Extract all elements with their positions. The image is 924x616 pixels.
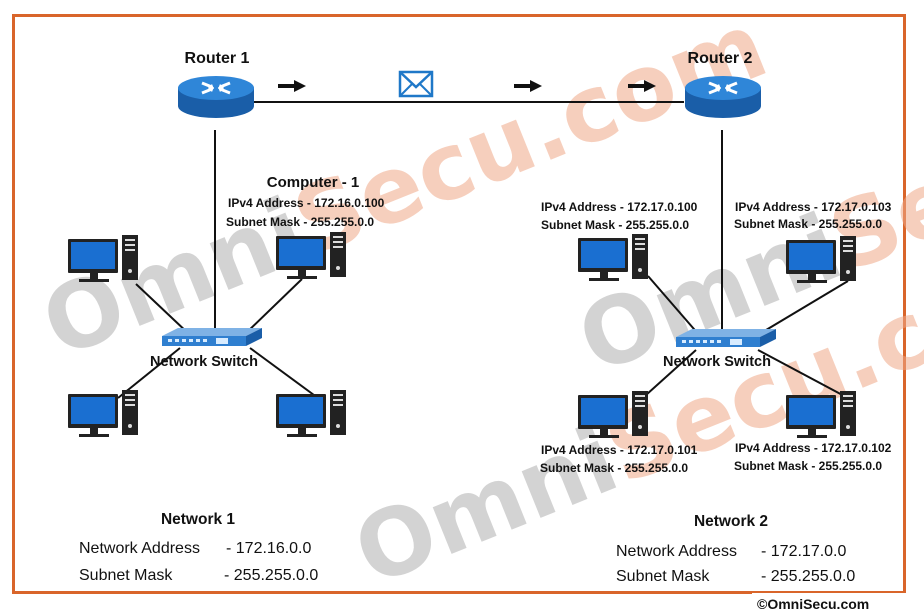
computer-icon bbox=[276, 390, 346, 437]
router-2-label: Router 2 bbox=[688, 50, 753, 67]
arrow-icon bbox=[628, 80, 656, 92]
network-1-mask-value: - 255.255.0.0 bbox=[224, 567, 318, 584]
network-2-mask-value: - 255.255.0.0 bbox=[761, 568, 855, 585]
network-2-mask-label: Subnet Mask bbox=[616, 568, 710, 585]
link-switch1-pc-bl bbox=[117, 347, 181, 399]
switch-1-label: Network Switch bbox=[150, 354, 258, 370]
network-1-address-value: - 172.16.0.0 bbox=[226, 540, 312, 557]
router-1-label: Router 1 bbox=[185, 50, 250, 67]
switch-icon bbox=[162, 328, 262, 346]
arrow-icon bbox=[514, 80, 542, 92]
router-icon bbox=[683, 74, 763, 120]
router-icon bbox=[176, 74, 256, 120]
computer-1-ipv4: IPv4 Address - 172.16.0.100 bbox=[228, 196, 385, 210]
links bbox=[117, 101, 849, 405]
host-101-mask: Subnet Mask - 255.255.0.0 bbox=[540, 461, 688, 475]
host-102-mask: Subnet Mask - 255.255.0.0 bbox=[734, 459, 882, 473]
envelope-icon bbox=[398, 70, 434, 98]
link-switch2-pc-tr bbox=[755, 280, 849, 337]
computer-1-title: Computer - 1 bbox=[267, 174, 360, 191]
host-100-mask: Subnet Mask - 255.255.0.0 bbox=[541, 218, 689, 232]
copyright-background bbox=[752, 593, 908, 615]
host-103-ipv4: IPv4 Address - 172.17.0.103 bbox=[735, 200, 892, 214]
switch-icon bbox=[676, 329, 776, 347]
network-2-address-value: - 172.17.0.0 bbox=[761, 543, 847, 560]
host-103-mask: Subnet Mask - 255.255.0.0 bbox=[734, 217, 882, 231]
host-100-ipv4: IPv4 Address - 172.17.0.100 bbox=[541, 200, 698, 214]
host-101-ipv4: IPv4 Address - 172.17.0.101 bbox=[541, 443, 698, 457]
link-switch1-pc-br bbox=[249, 347, 319, 399]
network-1-title: Network 1 bbox=[161, 511, 235, 528]
link-switch2-pc-br bbox=[757, 349, 849, 399]
link-switch1-pc-tr bbox=[243, 278, 303, 336]
arrow-icon bbox=[278, 80, 306, 92]
network-2-title: Network 2 bbox=[694, 513, 768, 530]
network-1-mask-label: Subnet Mask bbox=[79, 567, 173, 584]
link-switch1-pc-tl bbox=[135, 283, 191, 336]
copyright-text: ©OmniSecu.com bbox=[757, 596, 869, 612]
packet-flow bbox=[278, 70, 656, 98]
network-2-address-label: Network Address bbox=[616, 543, 737, 560]
computer-icon bbox=[68, 390, 138, 437]
link-switch2-pc-tl bbox=[647, 275, 701, 337]
switch-2-label: Network Switch bbox=[663, 354, 771, 370]
diagram-frame bbox=[12, 14, 906, 594]
host-102-ipv4: IPv4 Address - 172.17.0.102 bbox=[735, 441, 892, 455]
computer-icon bbox=[578, 234, 648, 281]
network-1-address-label: Network Address bbox=[79, 540, 200, 557]
computer-1-mask: Subnet Mask - 255.255.0.0 bbox=[226, 215, 374, 229]
